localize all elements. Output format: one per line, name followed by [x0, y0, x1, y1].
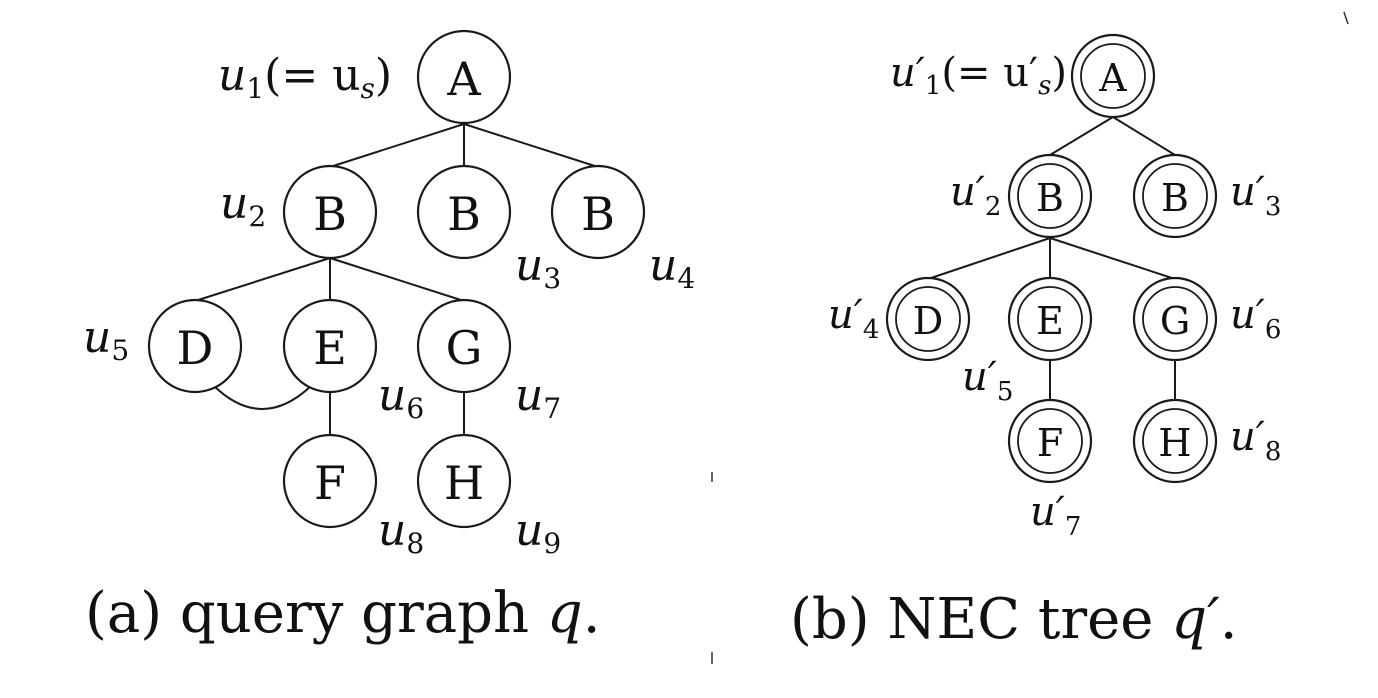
node-v8: H [1132, 398, 1218, 484]
edge-v1-v2 [1049, 116, 1114, 156]
label-v6: u′6 [1230, 292, 1281, 345]
label-u9: u9 [515, 505, 561, 560]
label-v7: u′7 [1030, 489, 1081, 542]
panel-a-query-graph: A B B B D E G F [83, 29, 695, 646]
node-label: H [1158, 421, 1191, 465]
node-v6: G [1132, 276, 1218, 362]
label-v4: u′4 [828, 292, 879, 345]
label-v2: u′2 [950, 169, 1001, 222]
node-label: B [1161, 176, 1189, 220]
scan-mark [1343, 11, 1349, 25]
node-label: B [447, 187, 481, 241]
edge-u1-u2 [329, 123, 465, 168]
label-u3: u3 [515, 240, 561, 295]
label-u5: u5 [83, 312, 129, 367]
node-u5: D [147, 298, 243, 394]
node-label: A [446, 52, 481, 106]
node-label: A [1098, 56, 1127, 100]
node-u6: E [282, 298, 378, 394]
node-label: F [1037, 421, 1063, 465]
label-u2: u2 [220, 178, 266, 233]
edge-v1-v3 [1112, 116, 1176, 156]
node-label: G [446, 321, 483, 375]
label-v5: u′5 [962, 354, 1013, 407]
node-label: G [1160, 299, 1190, 343]
label-v1: u′1(= u′s) [890, 50, 1067, 101]
edge-u1-u4 [463, 123, 599, 168]
node-v2: B [1007, 153, 1093, 239]
edge-u5-u6 [213, 385, 312, 410]
node-u9: H [416, 433, 512, 529]
caption-b: (b) NEC tree q′. [790, 587, 1238, 652]
edge-u2-u5 [194, 257, 331, 302]
panel-b-nec-tree: A B B D E G F [790, 33, 1281, 652]
node-v7: F [1007, 398, 1093, 484]
label-u6: u6 [378, 370, 424, 425]
node-label: E [1036, 299, 1064, 343]
label-u7: u7 [515, 370, 561, 425]
node-u2: B [282, 164, 378, 260]
node-u3: B [416, 164, 512, 260]
label-v8: u′8 [1230, 414, 1281, 467]
node-label: D [913, 299, 943, 343]
label-u8: u8 [378, 505, 424, 560]
node-label: D [177, 321, 214, 375]
label-v3: u′3 [1230, 169, 1281, 222]
node-u8: F [282, 433, 378, 529]
node-label: B [581, 187, 615, 241]
caption-a: (a) query graph q. [85, 581, 601, 646]
node-u7: G [416, 298, 512, 394]
panel-a-edges [194, 123, 599, 436]
node-label: B [313, 187, 347, 241]
label-u4: u4 [649, 240, 695, 295]
node-label: B [1036, 176, 1064, 220]
node-label: F [314, 456, 346, 510]
node-v5: E [1007, 276, 1093, 362]
panel-b-edges [927, 116, 1176, 400]
edge-v2-v4 [927, 237, 1051, 280]
edge-u2-u7 [329, 257, 465, 302]
node-label: E [313, 321, 347, 375]
edge-v2-v6 [1049, 237, 1176, 280]
node-u1: A [416, 29, 512, 125]
node-label: H [444, 456, 484, 510]
label-u1: u1(= us) [218, 50, 392, 105]
node-v4: D [885, 276, 971, 362]
node-v1: A [1070, 33, 1156, 119]
node-u4: B [550, 164, 646, 260]
node-v3-highlighted: B [1132, 153, 1218, 239]
